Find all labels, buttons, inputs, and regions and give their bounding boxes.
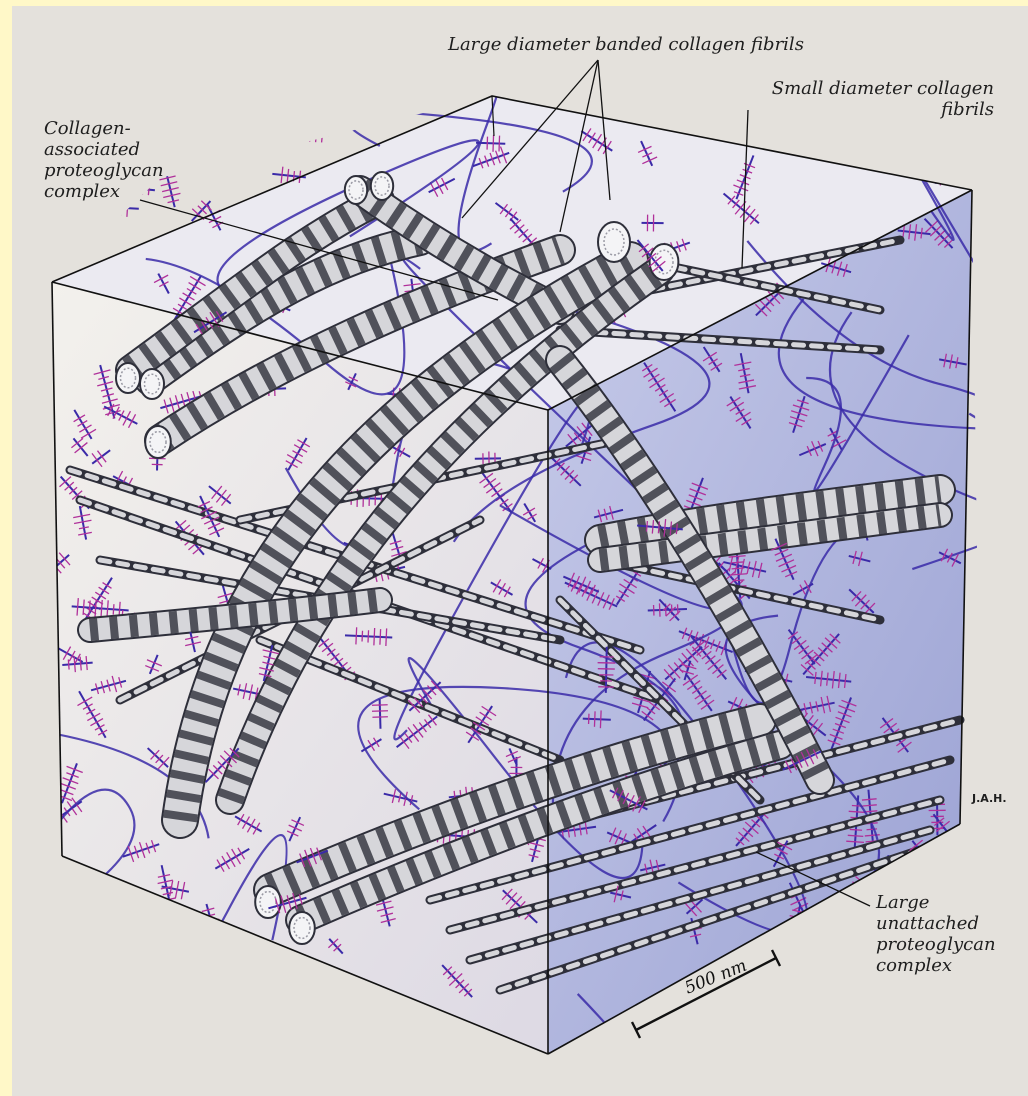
proteoglycan-complex [922, 988, 951, 1038]
proteoglycan-complex [936, 168, 962, 185]
label-collagen-associated-proteoglycan: Collagen- associated proteoglycan comple… [44, 118, 164, 202]
proteoglycan-complex [222, 112, 247, 146]
fibril-cross-section [289, 912, 315, 944]
proteoglycan-complex [928, 161, 946, 184]
proteoglycan-complex [50, 898, 69, 915]
proteoglycan-complex [932, 125, 951, 145]
proteoglycan-complex [935, 857, 950, 871]
proteoglycan-complex [933, 125, 964, 171]
proteoglycan-complex [785, 990, 823, 1019]
artist-initials: J.A.H. [972, 788, 1007, 809]
proteoglycan-complex [961, 144, 981, 167]
proteoglycan-complex [20, 271, 47, 308]
proteoglycan-complex [192, 929, 223, 947]
label-small-diameter-fibrils: Small diameter collagen fibrils [740, 78, 994, 120]
proteoglycan-complex [279, 123, 328, 142]
proteoglycan-complex [43, 908, 83, 934]
proteoglycan-complex [24, 465, 47, 500]
proteoglycan-complex [761, 961, 783, 997]
label-unattached-proteoglycan: Large unattached proteoglycan complex [876, 892, 996, 976]
label-large-banded-fibrils: Large diameter banded collagen fibrils [448, 34, 804, 55]
proteoglycan-complex [299, 118, 326, 133]
fibril-cross-section [598, 222, 630, 262]
proteoglycan-complex [240, 982, 285, 1002]
proteoglycan-complex [163, 959, 215, 985]
proteoglycan-complex [815, 932, 847, 976]
fibril-cross-section [145, 426, 171, 458]
proteoglycan-complex [165, 957, 193, 973]
proteoglycan-complex [34, 939, 54, 970]
